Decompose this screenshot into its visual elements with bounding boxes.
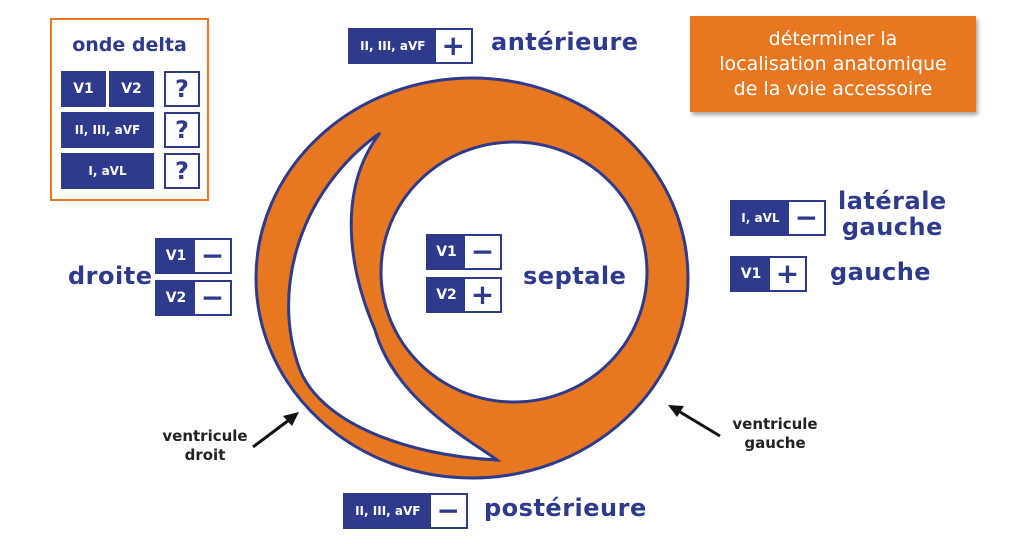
septal-v2-lead: V2 bbox=[428, 279, 465, 311]
legend-question-2: ? bbox=[164, 112, 200, 148]
septal-v2-box: V2 + bbox=[426, 277, 502, 313]
septal-v1-lead: V1 bbox=[428, 236, 465, 268]
anterior-lead-box: II, III, aVF + bbox=[348, 28, 473, 64]
goal-box: déterminer la localisation anatomique de… bbox=[690, 16, 976, 112]
legend-lead-inferior: II, III, aVF bbox=[61, 112, 154, 148]
posterior-lead: II, III, aVF bbox=[345, 495, 431, 527]
left-lateral-lead: I, aVL bbox=[732, 202, 789, 234]
left-ventricle-cavity bbox=[379, 140, 649, 404]
left-lateral-sign: − bbox=[794, 201, 819, 234]
left-ventricle-arrowhead bbox=[668, 405, 684, 417]
septal-label: septale bbox=[523, 262, 627, 290]
legend-lead-v2: V2 bbox=[109, 71, 154, 107]
right-ventricle-arrow bbox=[252, 415, 294, 449]
left-ventricle-label-line-1: ventricule bbox=[732, 415, 818, 433]
legend-question-1: ? bbox=[164, 71, 200, 107]
anterior-lead: II, III, aVF bbox=[350, 30, 436, 62]
right-label: droite bbox=[68, 262, 153, 290]
goal-line-3: de la voie accessoire bbox=[733, 77, 933, 100]
legend-lead-lateral: I, aVL bbox=[61, 153, 154, 189]
right-v1-box: V1 − bbox=[155, 238, 232, 274]
right-ventricle-arrowhead bbox=[283, 412, 299, 426]
right-v1-sign: − bbox=[200, 239, 225, 272]
left-lateral-label: latérale gauche bbox=[838, 188, 947, 240]
left-ventricle-arrow bbox=[674, 407, 721, 438]
left-lateral-label-line-2: gauche bbox=[841, 213, 943, 241]
left-v1-box: V1 + bbox=[730, 256, 807, 292]
left-v1-sign: + bbox=[775, 257, 800, 290]
right-ventricle-label-line-1: ventricule bbox=[162, 427, 248, 445]
legend-lead-v1: V1 bbox=[61, 71, 106, 107]
left-label: gauche bbox=[830, 258, 932, 286]
left-lateral-lead-box: I, aVL − bbox=[730, 200, 826, 236]
septal-v1-sign: − bbox=[470, 235, 495, 268]
right-v1-lead: V1 bbox=[157, 240, 195, 272]
right-v2-lead: V2 bbox=[157, 282, 195, 314]
posterior-label: postérieure bbox=[484, 494, 647, 522]
right-ventricle-cavity bbox=[287, 131, 502, 462]
right-v2-sign: − bbox=[200, 281, 225, 314]
legend-question-3: ? bbox=[164, 153, 200, 189]
septal-v1-box: V1 − bbox=[426, 234, 502, 270]
right-v2-box: V2 − bbox=[155, 280, 232, 316]
left-v1-lead: V1 bbox=[732, 258, 770, 290]
right-ventricle-label-line-2: droit bbox=[184, 446, 226, 464]
posterior-sign: − bbox=[436, 494, 461, 527]
delta-wave-legend: onde delta V1 V2 ? II, III, aVF ? I, aVL… bbox=[50, 18, 209, 201]
anterior-label: antérieure bbox=[491, 28, 639, 56]
posterior-lead-box: II, III, aVF − bbox=[343, 493, 468, 529]
goal-line-1: déterminer la bbox=[768, 27, 898, 50]
right-ventricle-label: ventricule droit bbox=[150, 427, 260, 465]
septal-v2-sign: + bbox=[470, 278, 495, 311]
left-ventricle-label-line-2: gauche bbox=[744, 434, 806, 452]
anterior-sign: + bbox=[441, 29, 466, 62]
goal-line-2: localisation anatomique bbox=[719, 52, 947, 75]
left-lateral-label-line-1: latérale bbox=[838, 187, 947, 215]
left-ventricle-label: ventricule gauche bbox=[720, 415, 830, 453]
legend-title: onde delta bbox=[72, 34, 187, 56]
